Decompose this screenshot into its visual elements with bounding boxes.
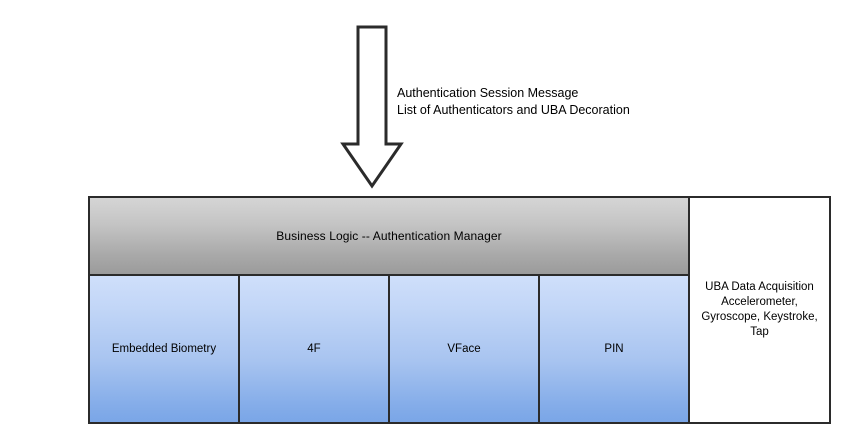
- uba-panel-line-1: UBA Data Acquisition: [705, 281, 814, 293]
- down-block-arrow-icon: [340, 25, 404, 189]
- authenticator-cell-4f[interactable]: 4F: [240, 276, 390, 422]
- flow-arrow: [340, 24, 404, 190]
- authentication-stack: Business Logic -- Authentication Manager…: [90, 198, 688, 422]
- authenticator-cell-vface[interactable]: VFace: [390, 276, 540, 422]
- uba-panel-line-3: Gyroscope, Keystroke,: [701, 311, 818, 323]
- uba-panel-text: UBA Data Acquisition Accelerometer, Gyro…: [695, 280, 823, 340]
- uba-panel-line-2: Accelerometer,: [721, 296, 798, 308]
- uba-panel-line-4: Tap: [750, 326, 769, 338]
- authenticator-cell-pin[interactable]: PIN: [540, 276, 688, 422]
- authenticator-label: VFace: [447, 343, 481, 355]
- authenticator-label: PIN: [604, 343, 624, 355]
- architecture-frame: Business Logic -- Authentication Manager…: [88, 196, 831, 424]
- authenticator-cell-embedded-biometry[interactable]: Embedded Biometry: [90, 276, 240, 422]
- authenticator-label: Embedded Biometry: [111, 343, 217, 355]
- authenticator-row: Embedded Biometry 4F VFace PIN: [90, 276, 688, 422]
- message-caption-line-2: List of Authenticators and UBA Decoratio…: [397, 103, 630, 117]
- uba-data-acquisition-panel[interactable]: UBA Data Acquisition Accelerometer, Gyro…: [688, 198, 829, 422]
- message-caption: Authentication Session Message List of A…: [397, 85, 707, 119]
- authenticator-label: 4F: [307, 343, 321, 355]
- business-logic-band[interactable]: Business Logic -- Authentication Manager: [90, 198, 688, 276]
- message-caption-line-1: Authentication Session Message: [397, 86, 579, 100]
- business-logic-label: Business Logic -- Authentication Manager: [276, 229, 502, 243]
